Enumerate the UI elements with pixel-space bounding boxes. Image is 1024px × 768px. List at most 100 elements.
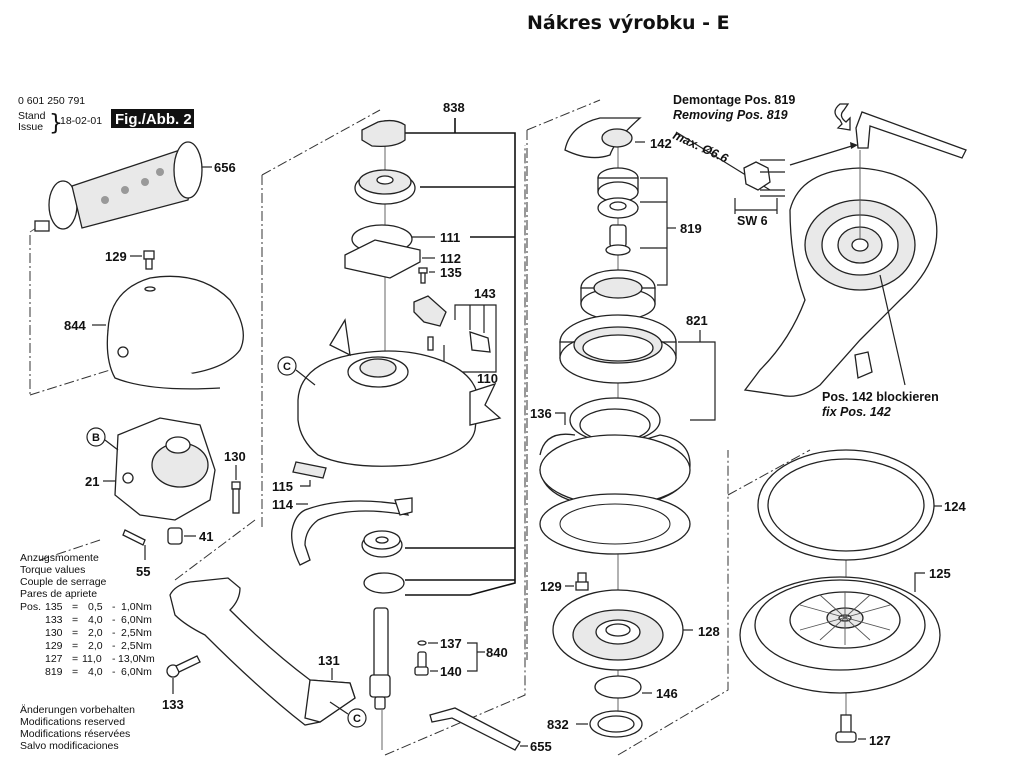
- part-136-seal: 136: [530, 397, 691, 555]
- note-removing: Removing Pos. 819: [673, 108, 788, 122]
- torque-row: 819 = 4,0 - 6,0Nm: [45, 666, 152, 678]
- svg-text:-: -: [112, 640, 116, 652]
- label-131: 131: [318, 653, 340, 668]
- torque-row: 133 = 4,0 - 6,0Nm: [45, 614, 152, 626]
- plate-112: [344, 239, 421, 279]
- part-146-circlip: 146: [594, 675, 678, 701]
- svg-text:127: 127: [45, 653, 63, 665]
- bracket-838: 838: [405, 100, 516, 596]
- callout-c-handle: [347, 708, 367, 728]
- part-115-spring: 115: [272, 461, 327, 494]
- svg-text:133: 133: [45, 614, 63, 626]
- part-124-ring: 124: [757, 449, 966, 735]
- part-819-set: 819: [580, 167, 702, 321]
- part-number: 0 601 250 791: [18, 95, 85, 107]
- part-114-brake-band: 114: [272, 497, 413, 566]
- label-128: 128: [698, 624, 720, 639]
- callout-b: [86, 427, 106, 447]
- part-129-screw-top: 129: [105, 249, 155, 270]
- svg-text:2,0: 2,0: [88, 627, 103, 639]
- label-55: 55: [136, 564, 150, 579]
- note-block-de: Pos. 142 blockieren: [822, 390, 939, 404]
- label-129-top: 129: [105, 249, 127, 264]
- torque-values-table: Anzugsmomente Torque values Couple de se…: [20, 552, 155, 678]
- torque-heading-de: Anzugsmomente: [20, 552, 99, 564]
- part-41-sleeve: 41: [167, 527, 213, 545]
- torque-pos-label: Pos.: [20, 601, 41, 613]
- part-128-pad-holder: 128: [552, 589, 720, 671]
- label-142: 142: [650, 136, 672, 151]
- svg-text:1,0Nm: 1,0Nm: [121, 601, 152, 613]
- label-656: 656: [214, 160, 236, 175]
- label-21: 21: [85, 474, 99, 489]
- modifications-fr: Modifications réservées: [20, 728, 130, 740]
- svg-text:0,5: 0,5: [88, 601, 103, 613]
- label-140: 140: [440, 664, 462, 679]
- issue-label: Issue: [18, 121, 43, 133]
- label-41: 41: [199, 529, 213, 544]
- part-143-brushes: 143: [413, 286, 497, 373]
- torque-heading-es: Pares de apriete: [20, 588, 97, 600]
- machine-housing-view: Pos. 142 blockieren fix Pos. 142: [743, 150, 939, 419]
- svg-text:2,5Nm: 2,5Nm: [121, 627, 152, 639]
- drawing-header: 0 601 250 791 Stand Issue } 18-02-01 Fig…: [18, 95, 194, 136]
- svg-text:13,0Nm: 13,0Nm: [118, 653, 155, 665]
- label-832: 832: [547, 717, 569, 732]
- part-125-sanding-pad: 125: [739, 566, 951, 694]
- svg-text:2,0: 2,0: [88, 640, 103, 652]
- label-112: 112: [440, 251, 461, 266]
- svg-text:-: -: [112, 601, 116, 613]
- svg-text:=: =: [72, 666, 78, 678]
- label-114: 114: [272, 497, 294, 512]
- modifications-notice: Änderungen vorbehalten Modifications res…: [20, 704, 135, 752]
- torque-heading-fr: Couple de serrage: [20, 576, 107, 588]
- modifications-en: Modifications reserved: [20, 716, 125, 728]
- callout-c-housing: [277, 356, 297, 376]
- part-133-screw: 133: [162, 655, 201, 712]
- svg-text:=: =: [72, 653, 78, 665]
- label-130: 130: [224, 449, 246, 464]
- rotate-arrow-icon: [834, 103, 851, 131]
- svg-text:2,5Nm: 2,5Nm: [121, 640, 152, 652]
- label-133: 133: [162, 697, 184, 712]
- part-129-screw-lower: 129: [540, 572, 589, 594]
- label-821: 821: [686, 313, 708, 328]
- svg-text:-: -: [112, 653, 116, 665]
- label-838: 838: [443, 100, 465, 115]
- svg-text:=: =: [72, 640, 78, 652]
- callout-c-handle-text: C: [353, 713, 361, 725]
- label-146: 146: [656, 686, 678, 701]
- modifications-de: Änderungen vorbehalten: [20, 704, 135, 716]
- svg-text:11,0: 11,0: [82, 653, 102, 665]
- svg-text:-: -: [112, 614, 116, 626]
- label-127: 127: [869, 733, 891, 748]
- callout-c-housing-text: C: [283, 361, 291, 373]
- label-111: 111: [440, 230, 460, 245]
- handle-grip: [71, 149, 191, 229]
- part-131-handle: 131 C: [169, 577, 367, 728]
- part-130-screw: 130: [224, 449, 246, 514]
- frame-right-right: [617, 450, 729, 756]
- label-115: 115: [272, 479, 293, 494]
- part-110-gear-housing: C 110: [277, 318, 502, 467]
- figure-label: Fig./Abb. 2: [115, 111, 192, 128]
- frame-middle-right: [384, 145, 526, 756]
- svg-text:6,0Nm: 6,0Nm: [121, 666, 152, 678]
- label-129-lower: 129: [540, 579, 562, 594]
- stand-label: Stand: [18, 110, 46, 122]
- part-55-screw: 55: [122, 529, 150, 579]
- part-655-hex-key: 655: [429, 707, 552, 754]
- note-demontage: Demontage Pos. 819: [673, 93, 795, 107]
- note-block-en: fix Pos. 142: [822, 405, 891, 419]
- svg-text:=: =: [72, 614, 78, 626]
- svg-text:-: -: [112, 666, 116, 678]
- label-137: 137: [440, 636, 462, 651]
- svg-text:-: -: [112, 627, 116, 639]
- frame-left-bottom: [39, 539, 101, 561]
- figure-badge: [111, 109, 194, 128]
- assembly-frames: [29, 99, 811, 756]
- svg-text:=: =: [72, 627, 78, 639]
- frame-pad: [727, 449, 811, 496]
- part-838-components: 111 112 135: [344, 119, 462, 440]
